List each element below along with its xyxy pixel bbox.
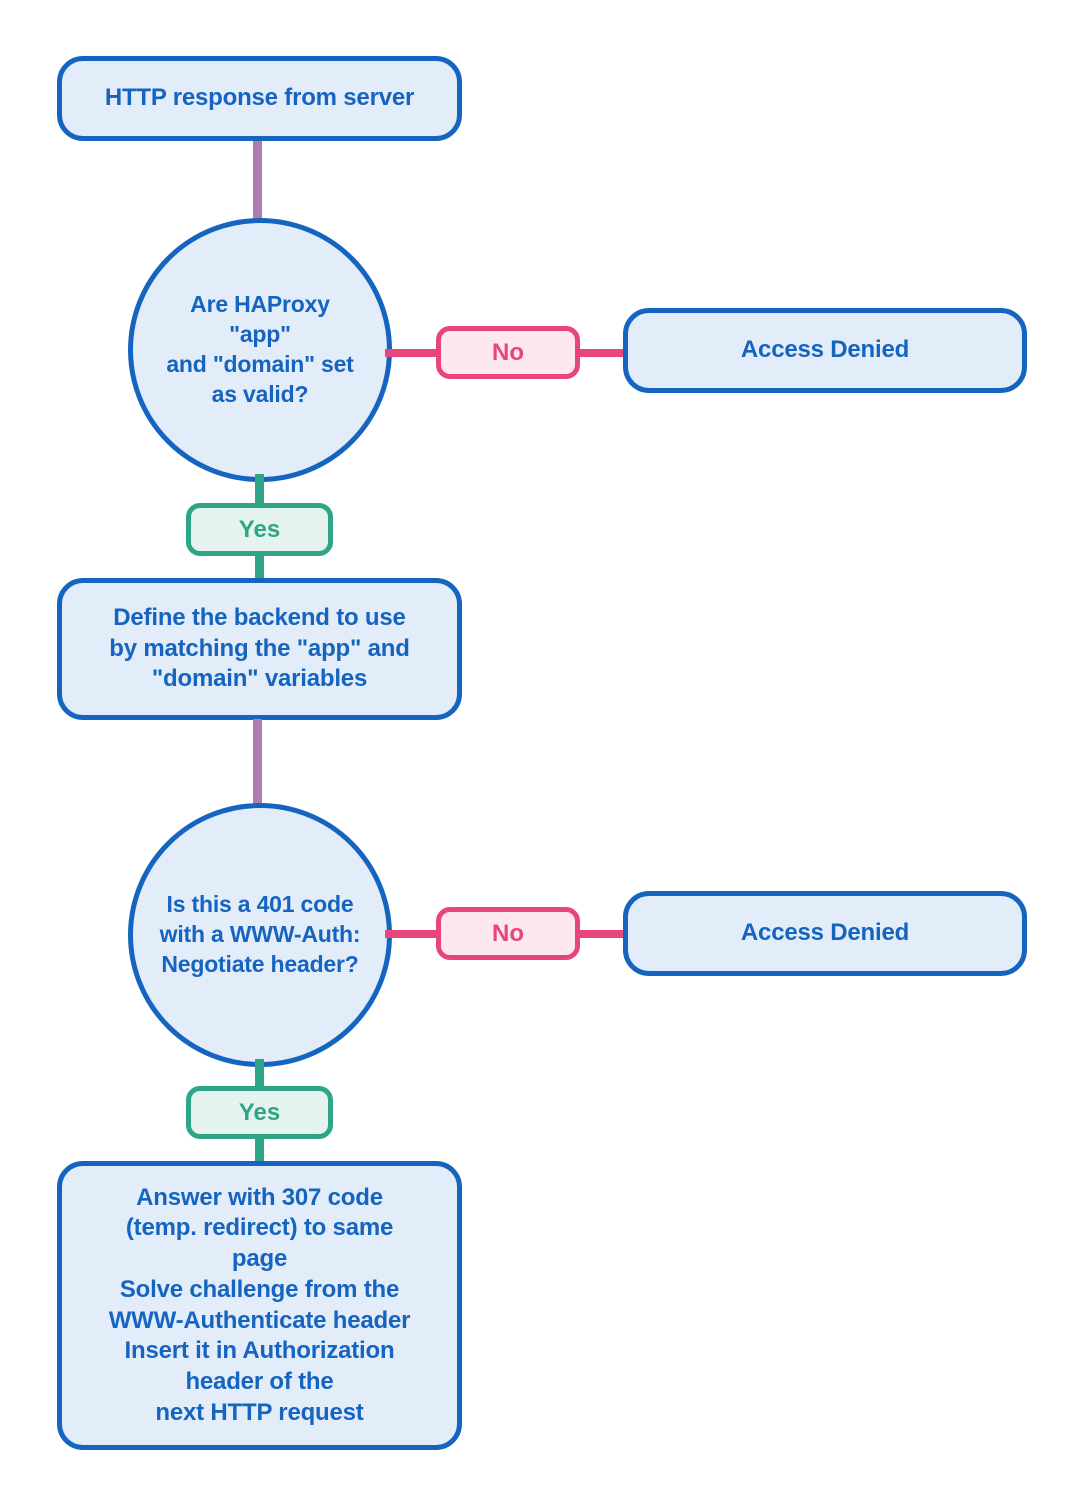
node-answer-307-label: Answer with 307 code (temp. redirect) to… [108, 1183, 411, 1426]
decision-haproxy-app-domain-valid[interactable]: Are HAProxy "app" and "domain" set as va… [128, 218, 392, 482]
decision-401-www-auth-negotiate-label: Is this a 401 code with a WWW-Auth: Nego… [159, 891, 361, 977]
node-access-denied-1-label: Access Denied [740, 336, 910, 364]
decision-haproxy-app-domain-valid-label: Are HAProxy "app" and "domain" set as va… [166, 291, 354, 407]
edge-label-no-2-text: No [492, 919, 524, 947]
edge-yes-label-to-answer-307 [255, 1135, 264, 1165]
edge-label-no-2[interactable]: No [436, 907, 580, 960]
decision-401-www-auth-negotiate[interactable]: Is this a 401 code with a WWW-Auth: Nego… [128, 803, 392, 1067]
node-access-denied-2[interactable]: Access Denied [623, 891, 1027, 976]
edge-label-yes-2[interactable]: Yes [186, 1086, 333, 1139]
node-answer-307[interactable]: Answer with 307 code (temp. redirect) to… [57, 1161, 462, 1450]
edge-label-yes-1-text: Yes [238, 515, 281, 543]
edge-label-yes-2-text: Yes [238, 1098, 281, 1126]
edge-decision-1-to-no-label [385, 349, 441, 357]
edge-label-no-1[interactable]: No [436, 326, 580, 379]
edge-label-yes-1[interactable]: Yes [186, 503, 333, 556]
edge-label-no-1-text: No [492, 338, 524, 366]
node-access-denied-1[interactable]: Access Denied [623, 308, 1027, 393]
edge-yes-label-to-define-backend [255, 552, 264, 584]
edge-decision-1-to-yes-label [255, 474, 264, 506]
node-define-backend-label: Define the backend to use by matching th… [109, 603, 410, 693]
edge-decision-2-to-no-label [385, 930, 441, 938]
edge-define-backend-to-decision-2 [253, 719, 262, 811]
node-http-response-from-server-label: HTTP response from server [104, 84, 415, 112]
edge-decision-2-to-yes-label [255, 1059, 264, 1090]
edge-no-label-to-denied-1 [576, 349, 628, 357]
edge-no-label-to-denied-2 [576, 930, 628, 938]
node-define-backend[interactable]: Define the backend to use by matching th… [57, 578, 462, 720]
edge-start-to-decision-1 [253, 140, 262, 224]
node-access-denied-2-label: Access Denied [740, 919, 910, 947]
node-http-response-from-server[interactable]: HTTP response from server [57, 56, 462, 141]
